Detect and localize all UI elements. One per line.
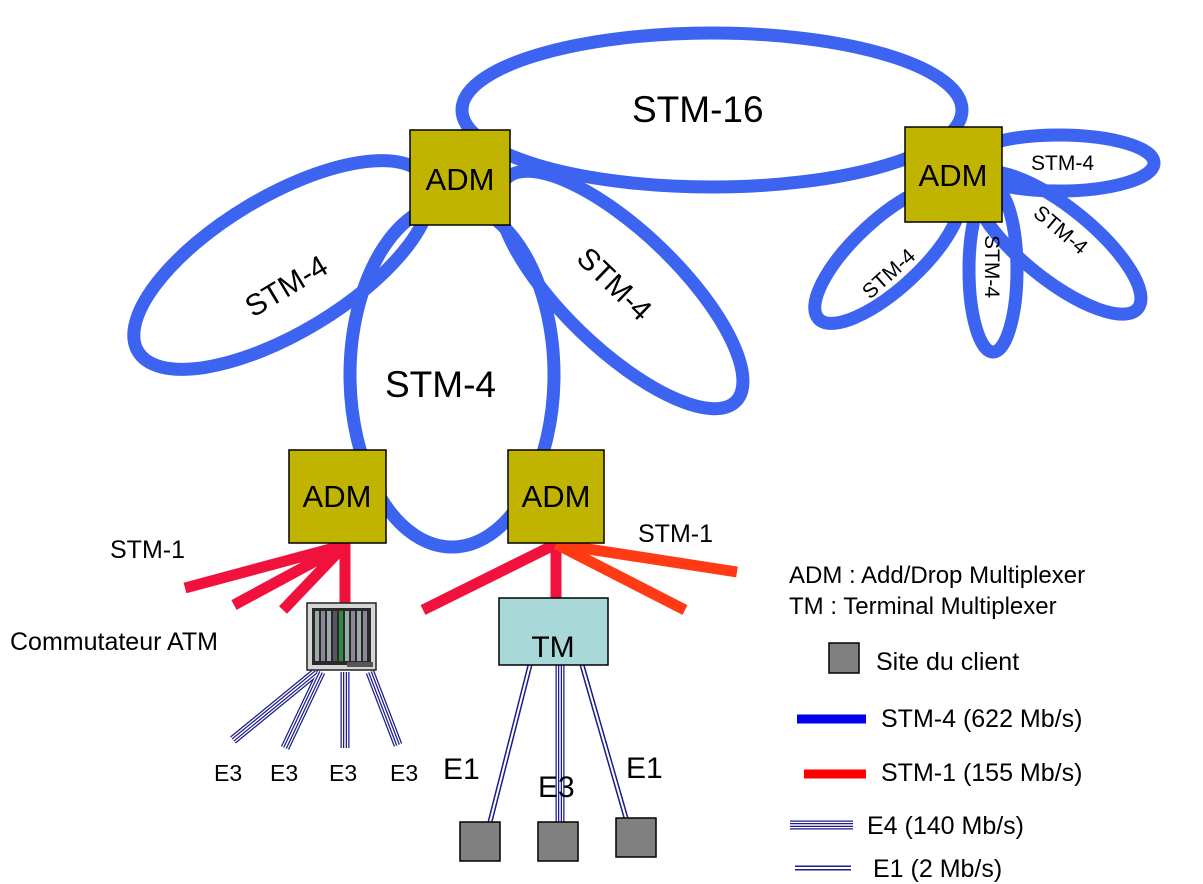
e3-label-2: E3 bbox=[270, 760, 298, 786]
stm16-label: STM-16 bbox=[632, 89, 764, 130]
client-site-2 bbox=[537, 821, 579, 862]
legend-stm4-label: STM-4 (622 Mb/s) bbox=[881, 705, 1082, 733]
tm-tributaries bbox=[487, 664, 629, 823]
legend-stm1-label: STM-1 (155 Mb/s) bbox=[881, 759, 1082, 787]
atm-switch-label: Commutateur ATM bbox=[10, 628, 218, 656]
adm-bottom-left-label: ADM bbox=[303, 479, 372, 514]
e1-right-label: E1 bbox=[626, 752, 663, 785]
center-ring-label: STM-4 bbox=[385, 364, 496, 405]
e3-label-3: E3 bbox=[329, 760, 357, 786]
legend-e4-label: E4 (140 Mb/s) bbox=[867, 812, 1024, 840]
e3-label-1: E3 bbox=[214, 760, 242, 786]
stm1-links-right bbox=[420, 538, 738, 615]
far-bottom-petal-label: STM-4 bbox=[980, 235, 1003, 298]
left-petal-label: STM-4 bbox=[240, 249, 334, 324]
client-site-3 bbox=[615, 817, 657, 858]
legend-adm-definition: ADM : Add/Drop Multiplexer bbox=[789, 562, 1085, 589]
adm-bottom-right-node bbox=[507, 449, 605, 544]
stm16-ring bbox=[455, 26, 969, 194]
atm-switch-icon bbox=[306, 602, 377, 671]
legend: ADM : Add/Drop Multiplexer TM : Terminal… bbox=[789, 562, 1085, 883]
far-top-petal-label: STM-4 bbox=[1031, 152, 1094, 175]
adm-bottom-left-node bbox=[288, 449, 387, 544]
right-petal-label: STM-4 bbox=[570, 241, 658, 327]
adm-bottom-right-label: ADM bbox=[522, 479, 591, 514]
e3-center-label: E3 bbox=[538, 771, 575, 804]
e1-left-label: E1 bbox=[443, 753, 480, 786]
legend-site-swatch bbox=[828, 642, 860, 674]
adm-top-label: ADM bbox=[426, 162, 495, 197]
client-site-1 bbox=[459, 821, 501, 862]
tm-node bbox=[498, 597, 609, 666]
stm1-links-left bbox=[183, 539, 351, 614]
e3-tributaries bbox=[230, 668, 403, 750]
adm-right-label: ADM bbox=[919, 158, 988, 193]
legend-e1-label: E1 (2 Mb/s) bbox=[873, 855, 1002, 883]
e3-label-4: E3 bbox=[390, 760, 418, 786]
stm1-left-label: STM-1 bbox=[110, 536, 185, 564]
legend-site-label: Site du client bbox=[876, 648, 1019, 676]
adm-top-node bbox=[409, 129, 511, 226]
adm-right-node bbox=[904, 126, 1003, 223]
tm-label: TM bbox=[531, 631, 574, 664]
stm1-right-label: STM-1 bbox=[638, 520, 713, 548]
legend-tm-definition: TM : Terminal Multiplexer bbox=[789, 593, 1057, 620]
